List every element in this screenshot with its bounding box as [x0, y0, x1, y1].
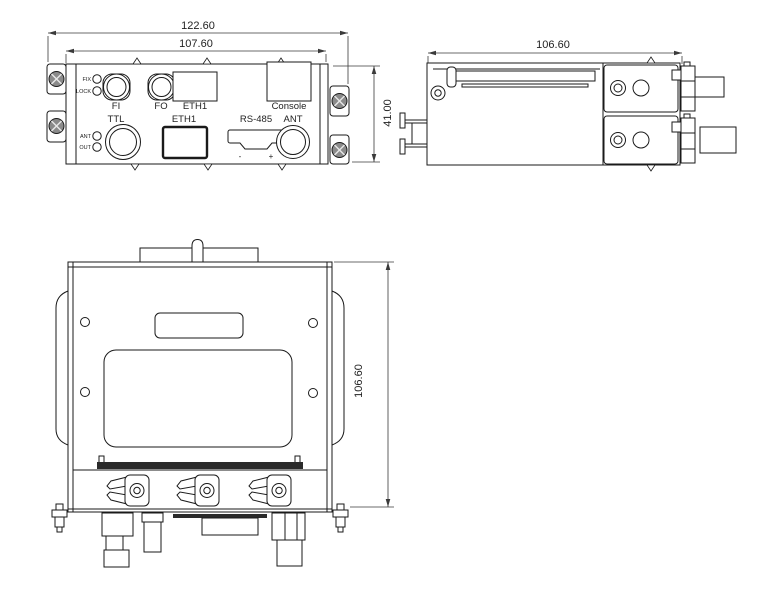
port-eth1-top-label: ETH1: [183, 101, 207, 112]
front-dim-outer-width: 122.60: [47, 20, 349, 84]
front-status-leds: FIX LOCK ANT OUT: [76, 74, 102, 152]
led-fix-label: FIX: [82, 77, 91, 83]
led-lock-label: LOCK: [76, 89, 91, 95]
port-fi-label: FI: [112, 101, 120, 112]
top-view-corner-screw-left: [51, 503, 68, 533]
side-connectors-lower: [671, 113, 737, 164]
top-view-clip-2: [176, 474, 220, 507]
dim-122-60-label: 122.60: [181, 20, 215, 32]
led-out: [92, 142, 102, 152]
front-bottom-row: - + TTL ETH1 RS-485 ANT: [105, 114, 310, 161]
top-view: 106.60: [51, 238, 394, 568]
side-module-upper: [603, 64, 679, 113]
top-view-connector-fiber: [141, 512, 164, 553]
led-ant-label: ANT: [80, 134, 92, 140]
top-view-clip-bar: [73, 455, 327, 471]
port-console: [266, 61, 312, 102]
led-lock: [92, 86, 102, 96]
top-view-connector-ant: [271, 512, 306, 567]
top-view-clip-3: [248, 474, 292, 507]
port-eth1-top: [172, 71, 218, 102]
side-rail-slot: [430, 66, 600, 101]
rs485-plus-label: +: [269, 152, 274, 161]
port-fo-label: FO: [154, 101, 167, 112]
front-top-row: FI FO ETH1 Console: [102, 61, 312, 112]
port-ttl: [105, 124, 141, 160]
side-dim-width: 106.60: [427, 39, 683, 64]
top-view-clip-1: [106, 474, 150, 507]
front-dim-inner-width: 107.60: [65, 38, 327, 63]
front-mounting-ears: [46, 63, 350, 165]
side-left-bracket: [399, 112, 427, 155]
front-view: 122.60 107.60: [46, 20, 394, 171]
front-ear-screw-2: [48, 118, 65, 134]
port-ant: [276, 125, 310, 159]
port-eth1-bottom: [161, 125, 209, 160]
port-ttl-label: TTL: [108, 114, 125, 125]
dim-bottom-106-60-label: 106.60: [353, 364, 365, 398]
top-view-mount-tab: [139, 238, 259, 263]
dim-107-60-label: 107.60: [179, 38, 213, 50]
port-rs485-label: RS-485: [240, 114, 272, 125]
top-view-screw-holes: [80, 317, 318, 398]
side-view: 106.60: [399, 39, 737, 172]
led-fix: [92, 74, 102, 84]
front-ear-screw-4: [331, 142, 348, 158]
top-view-rail-left: [55, 290, 69, 446]
side-module-lower: [603, 115, 679, 165]
top-view-dim-height: 106.60: [334, 261, 394, 508]
top-view-cover-plate: [103, 349, 293, 448]
top-view-label-recess: [154, 312, 244, 339]
top-view-connector-dsub: [173, 514, 267, 536]
side-connectors-upper: [671, 61, 725, 112]
rs485-minus-label: -: [239, 152, 242, 161]
front-dim-height: 41.00: [333, 65, 394, 163]
top-view-connector-ttl: [101, 512, 134, 568]
side-rail-pin: [446, 66, 457, 88]
top-view-corner-screw-right: [332, 503, 349, 533]
port-ant-label: ANT: [284, 114, 303, 125]
port-fo: [147, 73, 176, 101]
front-ear-screw-1: [48, 71, 65, 87]
led-ant: [92, 131, 102, 141]
port-fi: [102, 73, 131, 101]
port-eth1-bottom-label: ETH1: [172, 114, 196, 125]
dim-41-00-label: 41.00: [382, 99, 394, 127]
port-console-label: Console: [272, 101, 307, 112]
led-out-label: OUT: [79, 145, 91, 151]
front-ear-screw-3: [331, 93, 348, 109]
top-view-rail-right: [331, 290, 345, 446]
dim-side-106-60-label: 106.60: [536, 39, 570, 51]
